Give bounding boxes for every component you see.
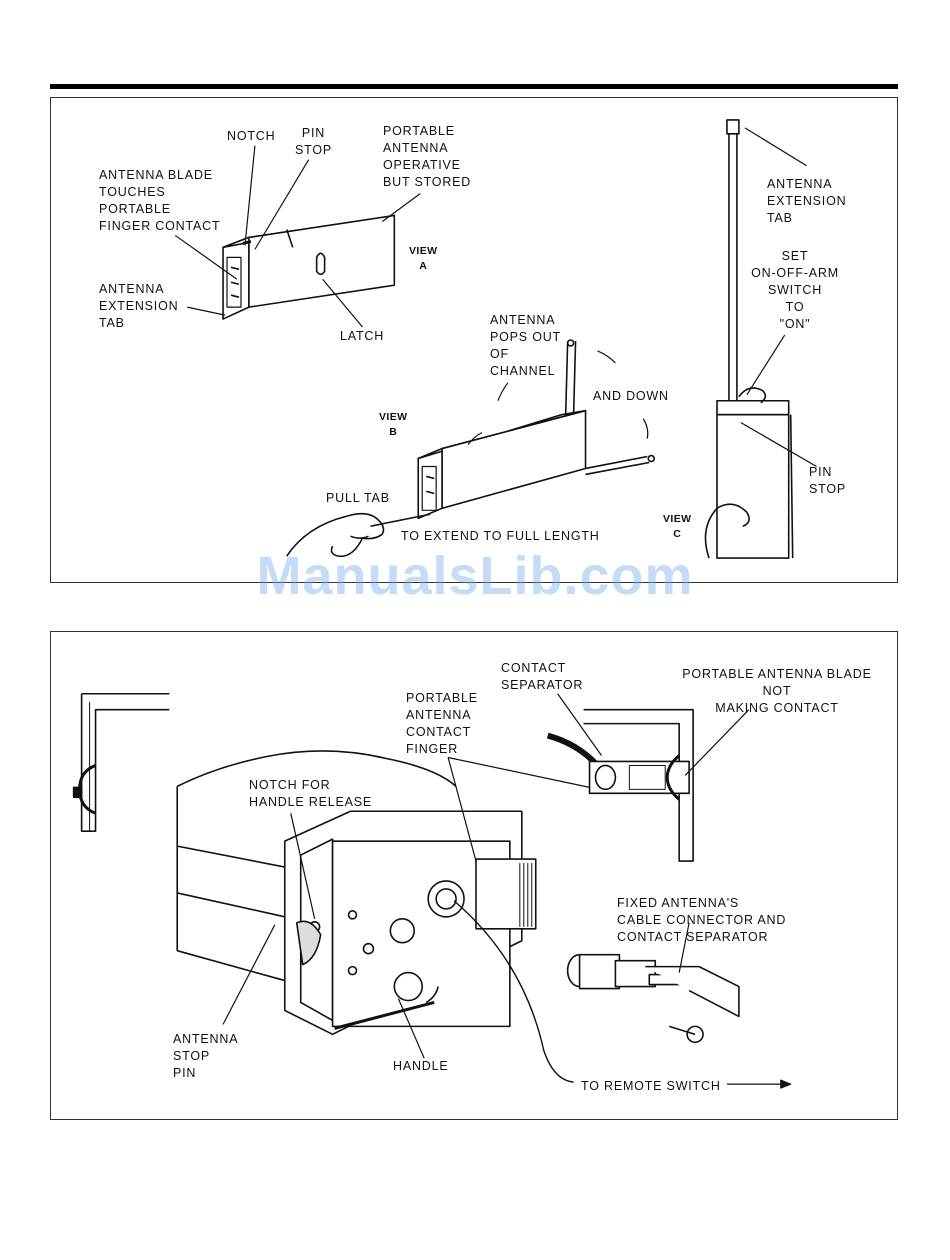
extend-full-length-label: TO EXTEND TO FULL LENGTH: [401, 529, 600, 543]
fixed-antenna-connector: [566, 953, 740, 1044]
pin-stop-c-label: PIN STOP: [809, 465, 847, 496]
portable-antenna-stored-label: PORTABLE ANTENNA OPERATIVE BUT STORED: [383, 124, 472, 189]
notch-label: NOTCH: [227, 129, 276, 143]
view-b-label: VIEW B: [379, 411, 408, 438]
antenna-contact-figure: CONTACT SEPARATOR PORTABLE ANTENNA BLADE…: [50, 631, 898, 1120]
extension-tab-a-label: ANTENNA EXTENSION TAB: [99, 282, 179, 330]
left-bracket-detail: [72, 692, 170, 832]
and-down-label: AND DOWN: [593, 389, 669, 403]
view-c-label: VIEW C: [663, 513, 692, 540]
bottom-callout-lines: [222, 693, 792, 1089]
contact-finger-label: PORTABLE ANTENNA CONTACT FINGER: [406, 691, 478, 756]
view-c-extended-antenna: [704, 119, 794, 559]
remote-switch-wire: [453, 900, 574, 1083]
blade-not-contact-label: PORTABLE ANTENNA BLADE NOT MAKING CONTAC…: [682, 667, 872, 715]
antenna-extension-illustration: [174, 119, 817, 559]
view-a-label: VIEW A: [409, 245, 438, 272]
contact-separator-detail: [546, 708, 694, 862]
main-transmitter-unit: [176, 750, 537, 1036]
view-b-transmitter-box: [286, 339, 656, 558]
pin-stop-label: PIN STOP: [295, 126, 333, 157]
header-rule: [50, 84, 898, 89]
stop-pin-label: ANTENNA STOP PIN: [173, 1032, 239, 1080]
latch-label: LATCH: [340, 329, 385, 343]
view-a-transmitter-box: [222, 214, 396, 320]
extension-tab-c-label: ANTENNA EXTENSION TAB: [767, 177, 847, 225]
contact-separator-label: CONTACT SEPARATOR: [501, 661, 584, 692]
pull-tab-label: PULL TAB: [326, 491, 390, 505]
blade-touches-label: ANTENNA BLADE TOUCHES PORTABLE FINGER CO…: [99, 168, 221, 233]
remote-switch-label: TO REMOTE SWITCH: [581, 1079, 721, 1093]
pops-out-label: ANTENNA POPS OUT OF CHANNEL: [490, 313, 561, 378]
fixed-connector-label: FIXED ANTENNA'S CABLE CONNECTOR AND CONT…: [617, 896, 787, 944]
set-switch-label: SET ON-OFF-ARM SWITCH TO "ON": [751, 249, 839, 331]
handle-label: HANDLE: [393, 1059, 449, 1073]
notch-release-label: NOTCH FOR HANDLE RELEASE: [249, 778, 373, 809]
antenna-contact-illustration: [72, 692, 792, 1089]
antenna-extension-figure: NOTCH PIN STOP PORTABLE ANTENNA OPERATIV…: [50, 97, 898, 583]
top-callout-lines: [174, 127, 817, 467]
